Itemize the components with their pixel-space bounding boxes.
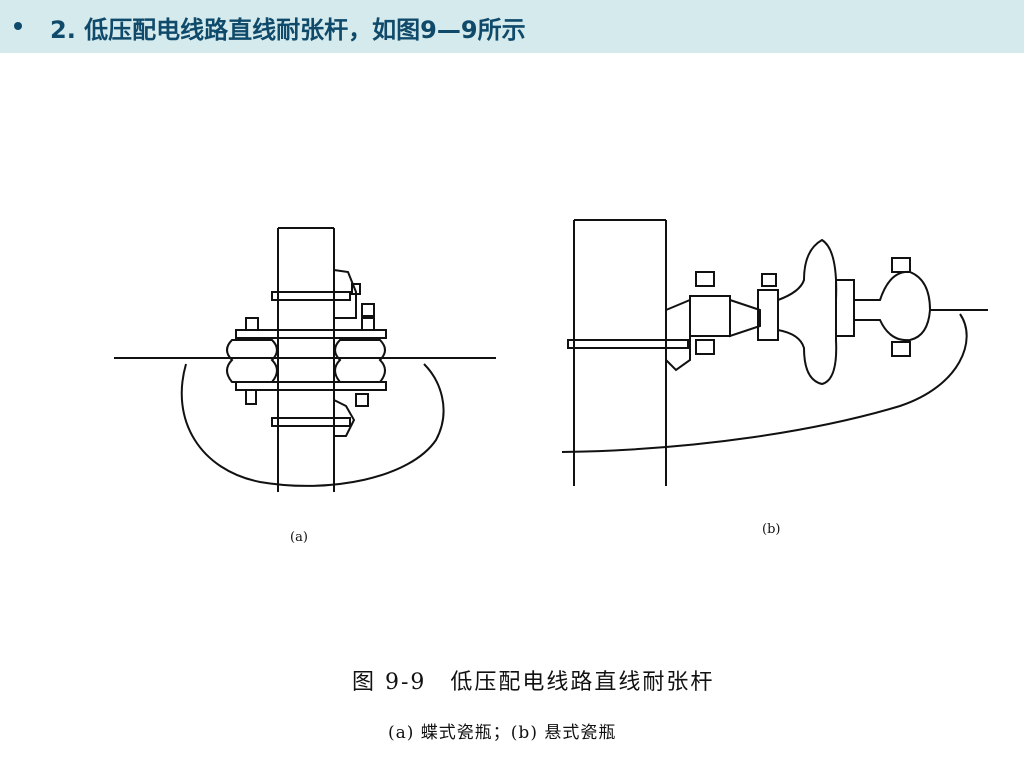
- figure-caption-subtitle: (a) 蝶式瓷瓶；(b) 悬式瓷瓶: [388, 723, 617, 743]
- figure-caption-title: 图 9-9 低压配电线路直线耐张杆: [352, 670, 715, 695]
- figure-b-label: (b): [762, 522, 781, 537]
- pole-diagram: [114, 219, 988, 492]
- diagram-b: [561, 219, 988, 486]
- bullet-dot-icon: [14, 22, 22, 30]
- slide-title-bar: 2. 低压配电线路直线耐张杆，如图9—9所示: [0, 0, 1024, 53]
- figure-a-label: (a): [290, 530, 308, 545]
- slide-title: 2. 低压配电线路直线耐张杆，如图9—9所示: [50, 16, 526, 44]
- diagram-a: [114, 227, 496, 492]
